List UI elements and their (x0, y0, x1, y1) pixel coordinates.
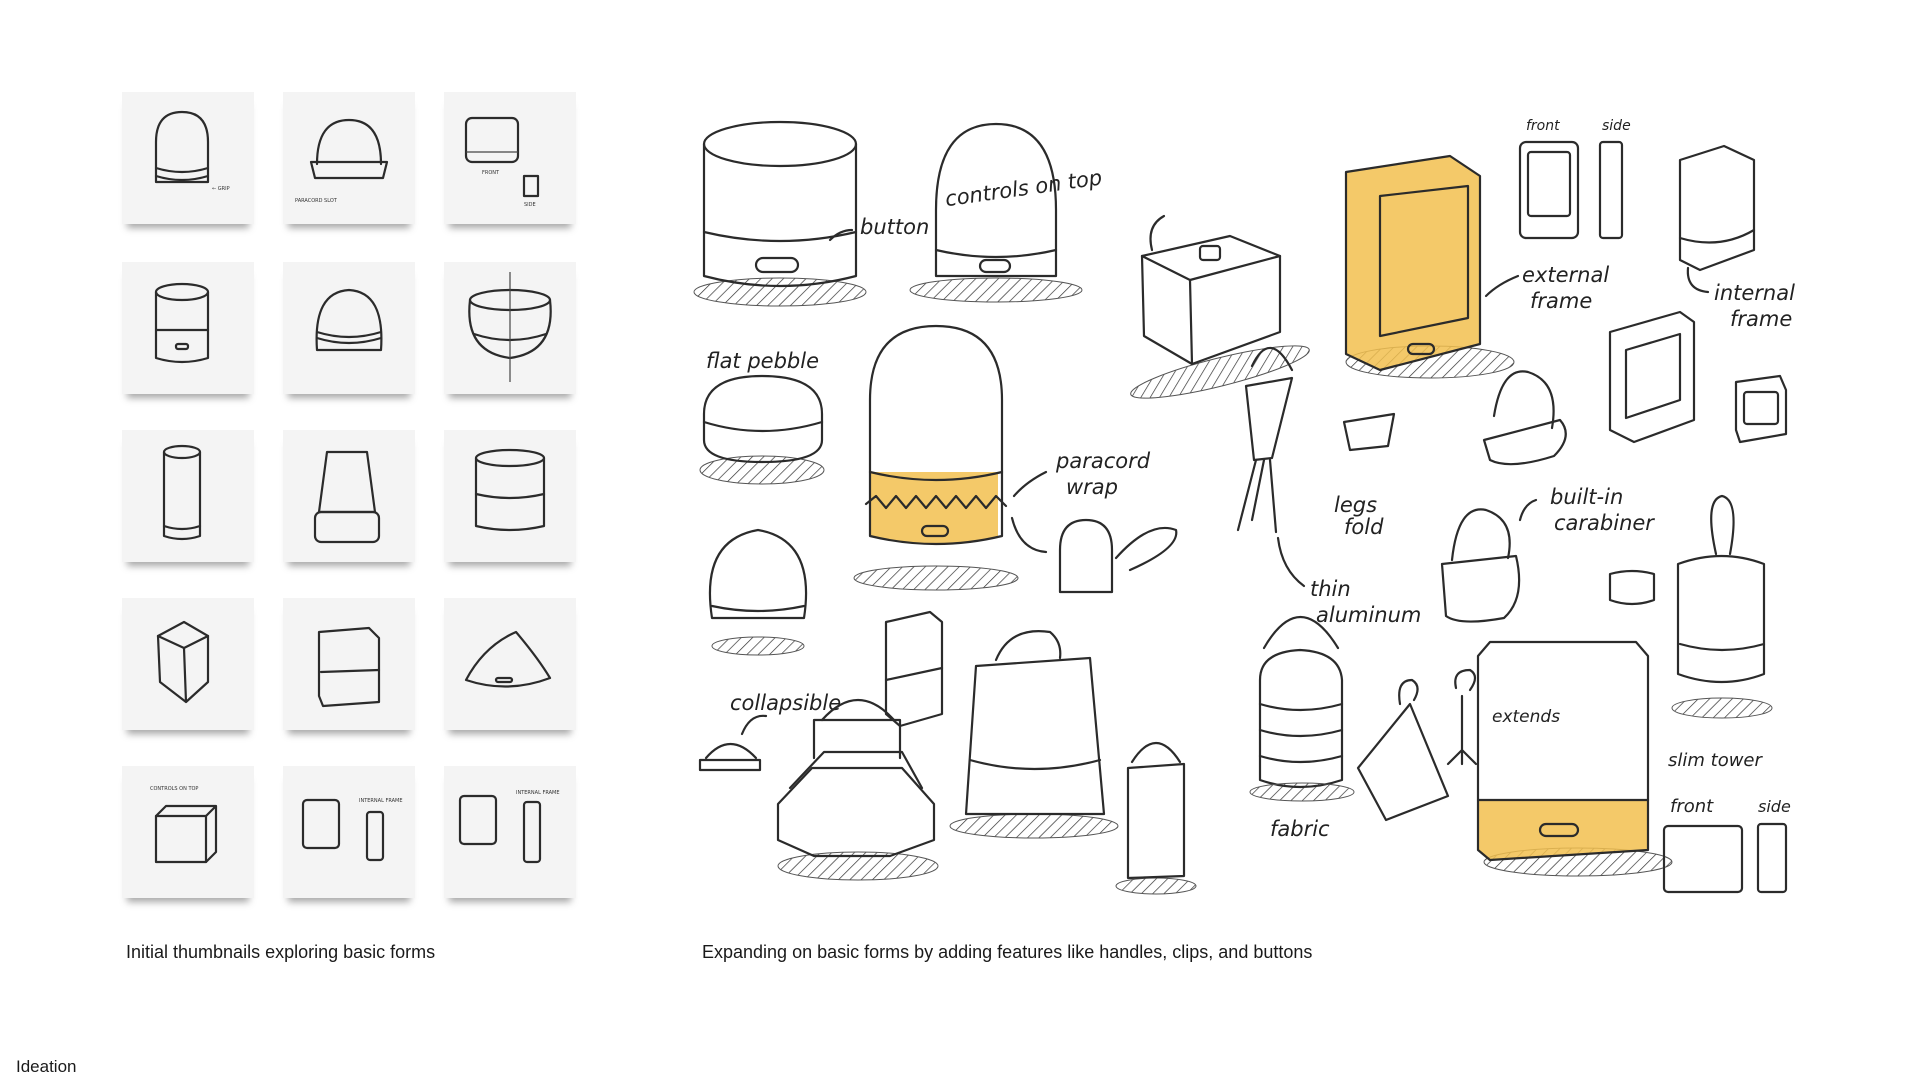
controls-on-top-note: controls on top (944, 165, 1104, 211)
sketch-legs-fold: legs fold thin aluminum (1236, 346, 1421, 627)
sketch-slim-tower: slim tower front side (1476, 640, 1791, 894)
sketch-dome (909, 122, 1083, 303)
sketch-collapsible: collapsible (698, 691, 939, 881)
thumbnail-box-lantern (283, 598, 415, 730)
sketch-carabiner-bag: built-in carabiner (1440, 485, 1655, 623)
thumbnail-dome-slot: PARACORD SLOT (283, 92, 415, 224)
legs-note-1: legs (1334, 493, 1377, 517)
sketch-front-side: front side (1518, 118, 1631, 240)
thumbnail-short-cylinder (444, 430, 576, 562)
sketch-thin-tube (1115, 742, 1197, 895)
sketch-tall-box (884, 610, 944, 728)
sketch-external-frame: external frame (1344, 154, 1609, 379)
builtin-note-2: carabiner (1554, 511, 1655, 535)
sketch-bucket-lantern (949, 630, 1119, 839)
flat-pebble-note: flat pebble (706, 349, 819, 373)
thumbnail-bowl (444, 262, 576, 394)
collapsible-note: collapsible (730, 691, 841, 715)
extends-note: extends (1492, 707, 1560, 727)
fabric-note: fabric (1270, 817, 1330, 841)
section-label: Ideation (16, 1057, 77, 1076)
front-note-2: front (1670, 796, 1714, 817)
external-note-1: external (1522, 263, 1609, 287)
front-note: FRONT (482, 170, 500, 176)
paracord-note-2: wrap (1066, 475, 1118, 499)
thumbnail-internal-frame-a: INTERNAL FRAME (283, 766, 415, 898)
legs-note-2: fold (1344, 515, 1384, 539)
internal-note-2: frame (1730, 307, 1792, 331)
sketch-fabric-tent: fabric extends (1270, 668, 1560, 841)
right-caption: Expanding on basic forms by adding featu… (702, 942, 1313, 962)
sketch-collapsible-stack (1249, 616, 1355, 802)
sketch-frame-lanterns (1608, 310, 1788, 444)
thumbnail-cube-lantern (122, 598, 254, 730)
thumbnail-controls-box: CONTROLS ON TOP (122, 766, 254, 898)
sketch-handle-bowl (1482, 370, 1567, 466)
thumbnail-internal-frame-b: INTERNAL FRAME (444, 766, 576, 898)
grip-note: ← GRIP (212, 186, 230, 192)
thumbnail-grid: ← GRIP PARACORD SLOT FRONT SIDE (122, 92, 576, 902)
side-note: side (1602, 118, 1631, 134)
front-note: front (1526, 118, 1560, 134)
thumbnail-tall-cylinder (122, 430, 254, 562)
thumbnail-box-front: FRONT SIDE (444, 92, 576, 224)
side-note-2: side (1758, 797, 1791, 816)
slim-tower-note: slim tower (1668, 750, 1764, 771)
external-note-2: frame (1530, 289, 1592, 313)
thin-note-2: aluminum (1316, 603, 1421, 627)
paracord-slot-note: PARACORD SLOT (295, 198, 338, 204)
sketch-flat-pebble: flat pebble (699, 349, 825, 485)
sketch-sphere (708, 528, 808, 656)
controls-on-top-note: CONTROLS ON TOP (150, 786, 198, 792)
sketch-cylinder-button: button (693, 120, 929, 307)
ideation-sketch-sheet: button flat pebble paracord wrap c (693, 118, 1795, 895)
paracord-note-1: paracord (1055, 449, 1151, 473)
thumbnail-egg-grip: ← GRIP (122, 92, 254, 224)
internal-note-1: internal (1714, 281, 1795, 305)
sketch-carabiner-lantern (1608, 494, 1773, 719)
button-note: button (860, 215, 929, 239)
internal-frame-note-b: INTERNAL FRAME (516, 790, 559, 796)
side-note: SIDE (524, 202, 536, 208)
sketch-paracord-dome: paracord wrap (853, 324, 1178, 594)
left-caption: Initial thumbnails exploring basic forms (126, 942, 436, 962)
thin-note-1: thin (1310, 577, 1351, 601)
thumbnail-tapered-box (283, 430, 415, 562)
thumbnail-cone-puck (444, 598, 576, 730)
thumbnail-cylinder-cutout (122, 262, 254, 394)
thumbnail-egg-band (283, 262, 415, 394)
internal-frame-note-a: INTERNAL FRAME (359, 798, 402, 804)
builtin-note-1: built-in (1550, 485, 1623, 509)
sketch-internal-frame: internal frame (1678, 144, 1795, 331)
